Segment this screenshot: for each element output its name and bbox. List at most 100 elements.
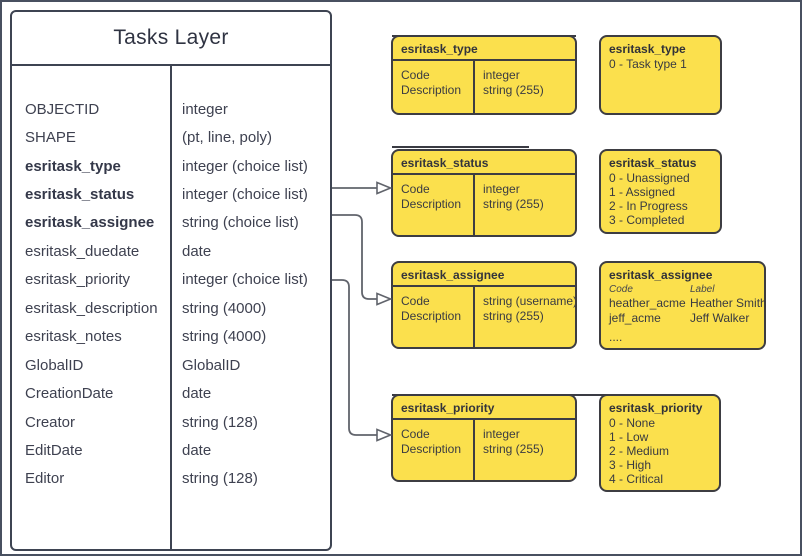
field-type: integer (182, 100, 228, 118)
field-row: esritask_notes string (4000) (12, 323, 330, 351)
field-type: date (182, 242, 212, 260)
domain-field-type: integer (483, 182, 520, 196)
field-name: Creator (25, 413, 76, 431)
tasks-layer-table: Tasks Layer OBJECTID integer SHAPE(pt, li… (10, 10, 332, 551)
field-name: esritask_priority (25, 271, 131, 289)
domain-field-names: Code Description (393, 61, 475, 113)
domain-field-names: Code Description (393, 175, 475, 235)
table-column-divider (170, 66, 172, 549)
field-name: EditDate (25, 441, 83, 459)
table-title: Tasks Layer (12, 12, 330, 66)
table-fields-area: OBJECTID integer SHAPE(pt, line, poly) es… (12, 66, 330, 549)
assignee-table: Code Label heather_acme Heather Smith je… (609, 283, 767, 326)
value-line: 0 - Unassigned (609, 171, 690, 185)
domain-field-type: integer (483, 68, 520, 82)
field-row: CreationDate date (12, 379, 330, 407)
domain-field-names: Code Description (393, 287, 475, 347)
assignee-label: Jeff Walker (690, 311, 750, 325)
assignee-col-header-code: Code (609, 284, 633, 295)
field-row: SHAPE(pt, line, poly) (12, 123, 330, 151)
domain-field-type: string (255) (483, 442, 544, 456)
domain-field-name: Code (401, 294, 430, 308)
value-line: 0 - None (609, 416, 656, 430)
connector-status (332, 181, 393, 195)
assignee-more-ellipsis: .... (609, 330, 623, 344)
field-name: Editor (25, 470, 65, 488)
domain-field-name: Description (401, 197, 462, 211)
field-row: esritask_priority integer (choice list) (12, 266, 330, 294)
domain-field-name: Description (401, 442, 462, 456)
field-name: OBJECTID (25, 100, 100, 118)
field-row: EditDate date (12, 436, 330, 464)
field-type: integer (choice list) (182, 271, 308, 289)
values-box-title: esritask_priority (609, 401, 703, 415)
value-line: 3 - Completed (609, 213, 685, 227)
field-type: string (4000) (182, 328, 267, 346)
field-row: OBJECTID integer (12, 95, 330, 123)
field-name: esritask_description (25, 299, 158, 317)
value-line: 2 - In Progress (609, 199, 688, 213)
domain-field-types: string (username) string (255) (475, 287, 577, 347)
arrowhead-icon (376, 181, 393, 195)
domain-field-types: integer string (255) (475, 61, 575, 113)
domain-field-type: string (username) (483, 294, 577, 308)
domain-box-title: esritask_assignee (393, 263, 575, 287)
field-name: esritask_status (25, 186, 135, 204)
domain-box-esritask-assignee: esritask_assignee Code Description strin… (391, 261, 577, 349)
values-box-esritask-status: esritask_status 0 - Unassigned 1 - Assig… (599, 149, 722, 234)
field-row: Editor string (128) (12, 465, 330, 493)
connector-assignee (332, 214, 393, 306)
field-row: GlobalID GlobalID (12, 351, 330, 379)
arrowhead-icon (376, 292, 393, 306)
field-name: GlobalID (25, 356, 84, 374)
domain-field-type: string (255) (483, 83, 544, 97)
field-row: esritask_duedate date (12, 237, 330, 265)
field-name: CreationDate (25, 385, 114, 403)
connector-priority (332, 279, 393, 442)
field-name: esritask_duedate (25, 242, 140, 260)
domain-field-types: integer string (255) (475, 420, 575, 480)
field-type: string (128) (182, 470, 258, 488)
domain-field-types: integer string (255) (475, 175, 575, 235)
domain-field-type: integer (483, 427, 520, 441)
field-name: esritask_assignee (25, 214, 155, 232)
field-row: Creator string (128) (12, 408, 330, 436)
field-name: esritask_notes (25, 328, 122, 346)
value-line: 1 - Assigned (609, 185, 676, 199)
domain-field-name: Code (401, 427, 430, 441)
domain-field-type: string (255) (483, 197, 544, 211)
field-name: SHAPE (25, 129, 76, 147)
assignee-code: jeff_acme (609, 311, 661, 325)
field-type: string (4000) (182, 299, 267, 317)
field-type: integer (choice list) (182, 157, 308, 175)
domain-field-name: Code (401, 182, 430, 196)
arrowhead-icon (376, 428, 393, 442)
values-box-esritask-priority: esritask_priority 0 - None 1 - Low 2 - M… (599, 394, 721, 492)
field-type: string (choice list) (182, 214, 299, 232)
field-type: date (182, 385, 212, 403)
values-box-title: esritask_type (609, 42, 686, 56)
field-row: esritask_status integer (choice list) (12, 180, 330, 208)
assignee-label: Heather Smith (690, 296, 767, 310)
domain-box-esritask-type: esritask_type Code Description integer s… (391, 35, 577, 115)
value-line: 3 - High (609, 458, 652, 472)
value-line: 4 - Critical (609, 472, 664, 486)
field-type: integer (choice list) (182, 186, 308, 204)
domain-field-type: string (255) (483, 309, 544, 323)
domain-field-name: Description (401, 309, 462, 323)
value-line: 1 - Low (609, 430, 649, 444)
values-box-esritask-type: esritask_type 0 - Task type 1 (599, 35, 722, 115)
value-line: 2 - Medium (609, 444, 670, 458)
domain-box-title: esritask_type (393, 37, 575, 61)
values-box-title: esritask_status (609, 156, 697, 170)
domain-box-esritask-status: esritask_status Code Description integer… (391, 149, 577, 237)
field-type: date (182, 441, 212, 459)
domain-box-title: esritask_status (393, 151, 575, 175)
field-type: GlobalID (182, 356, 241, 374)
assignee-col-header-label: Label (690, 284, 715, 295)
domain-box-title: esritask_priority (393, 396, 575, 420)
field-type: string (128) (182, 413, 258, 431)
value-line: 0 - Task type 1 (609, 57, 687, 71)
